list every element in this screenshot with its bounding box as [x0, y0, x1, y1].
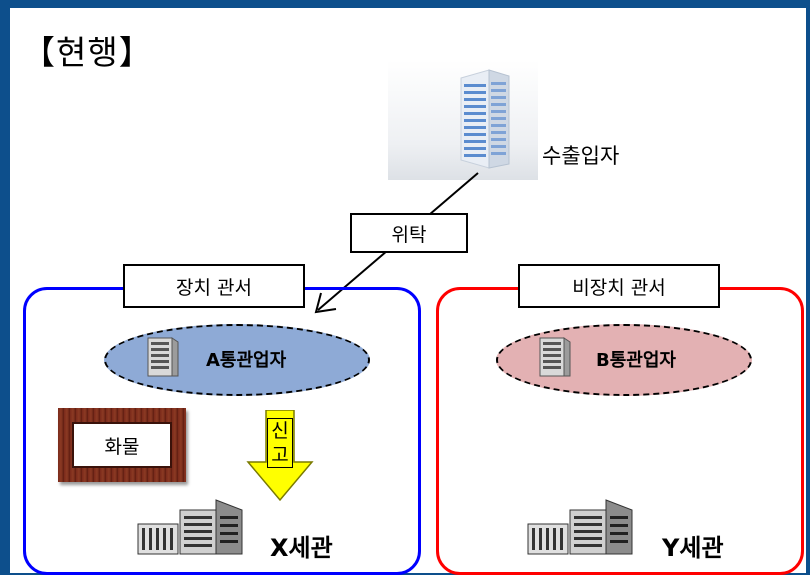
cargo-label: 화물 — [72, 422, 172, 468]
customs-x-label: X세관 — [270, 534, 333, 562]
bonded-office-label: 장치 관서 — [123, 264, 305, 308]
broker-b-ellipse — [496, 324, 752, 396]
broker-a-label: A통관업자 — [206, 350, 287, 371]
customs-building-icon — [527, 499, 633, 555]
office-building-icon — [147, 337, 179, 377]
exporter-building-icon — [460, 69, 510, 169]
cargo-frame: 화물 — [58, 408, 186, 482]
report-char-2: 고 — [271, 444, 289, 466]
customs-building-icon — [137, 499, 243, 555]
report-label: 신 고 — [267, 418, 293, 468]
report-char-1: 신 — [271, 420, 289, 442]
non-bonded-office-label: 비장치 관서 — [518, 264, 720, 308]
delegation-label: 위탁 — [350, 213, 468, 253]
office-building-icon — [539, 337, 571, 377]
customs-y-label: Y세관 — [662, 534, 724, 562]
diagram-title: 【현행】 — [22, 33, 153, 72]
exporter-label: 수출입자 — [542, 144, 620, 168]
broker-b-label: B통관업자 — [596, 350, 676, 371]
